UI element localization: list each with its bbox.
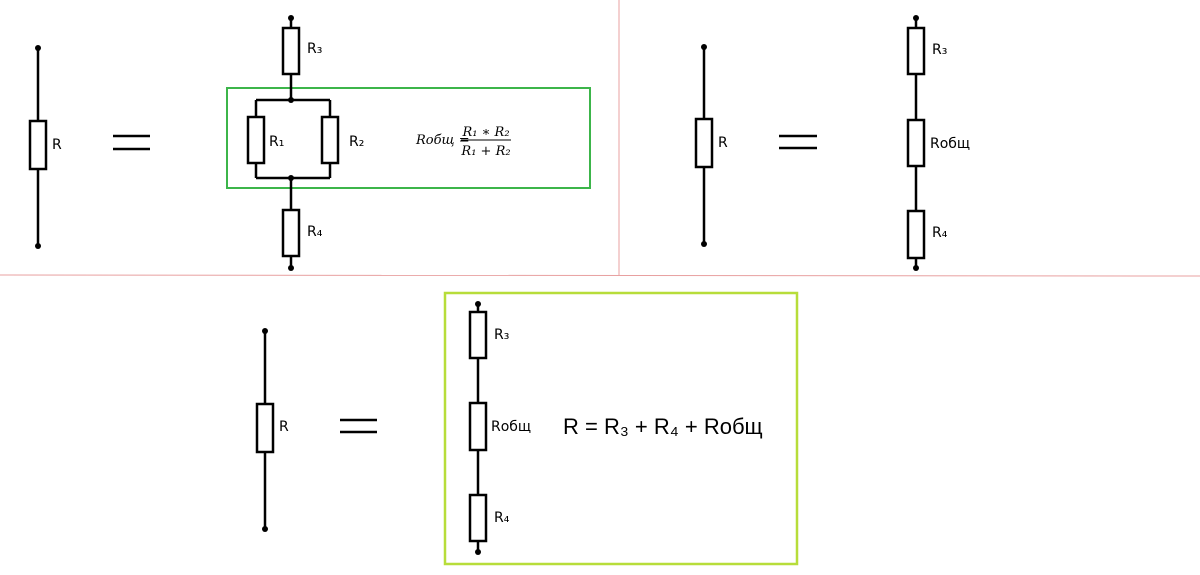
formula-parallel-denominator: R₁ + R₂: [460, 144, 510, 159]
label-r4-panel2: R₄: [932, 225, 948, 241]
panel-1-equivalent-resistor: R: [28, 45, 62, 249]
horizontal-divider: [0, 274, 1200, 277]
label-r3-panel1: R₃: [307, 41, 322, 57]
label-r-panel2: R: [718, 135, 728, 151]
equals-sign-panel1: [113, 134, 150, 151]
label-r4-panel3: R₄: [494, 510, 510, 526]
panel-3-series-network: R₃ Rобщ R₄ R = R₃ + R₄ + Rобщ: [443, 291, 799, 566]
panel-2-series-network: R₃ Rобщ R₄: [906, 15, 970, 271]
label-r-panel3: R: [279, 419, 289, 435]
formula-series: R = R₃ + R₄ + Rобщ: [563, 414, 763, 439]
equals-sign-panel3: [340, 418, 377, 434]
label-r-panel1: R: [52, 137, 62, 153]
label-r3-panel3: R₃: [494, 327, 509, 343]
label-r1: R₁: [269, 134, 284, 150]
label-r2: R₂: [349, 134, 364, 150]
series-highlight-box: [443, 291, 799, 566]
formula-parallel-numerator: R₁ ∗ R₂: [461, 125, 509, 140]
equals-sign-panel2: [779, 134, 817, 150]
formula-parallel-lhs: Rобщ =: [415, 133, 470, 148]
panel-2-equivalent-resistor: R: [694, 44, 728, 247]
label-rtotal-panel3: Rобщ: [491, 419, 531, 435]
panel-1-parallel-network: R₃ R₁ R₂ R₄ Rобщ = R₁ ∗ R₂ R₁ + R₂: [226, 15, 591, 271]
parallel-highlight-box: [226, 87, 591, 189]
label-r3-panel2: R₃: [932, 42, 947, 58]
panel-3-equivalent-resistor: R: [255, 328, 289, 532]
label-r4-panel1: R₄: [307, 224, 323, 240]
label-rtotal-panel2: Rобщ: [930, 136, 970, 152]
